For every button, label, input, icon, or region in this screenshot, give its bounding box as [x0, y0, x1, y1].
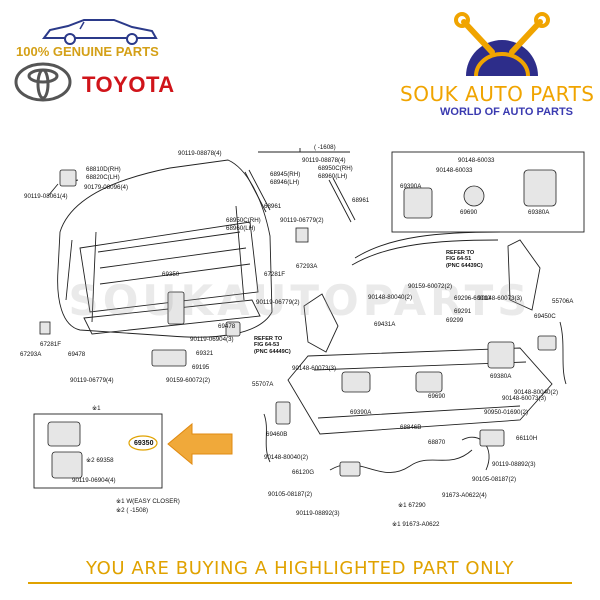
part-label: 68960(LH) [226, 225, 256, 232]
part-label: 90179-08096(4) [84, 184, 129, 191]
part-label: 69299 [446, 317, 464, 324]
footnote: ※1 W(EASY CLOSER) [116, 498, 180, 505]
part-label: 69460B [266, 431, 288, 438]
part-label: 69350 [162, 271, 180, 278]
part-label: 90119-08878(4) [302, 157, 346, 164]
footnote: ※2 ( -1508) [116, 507, 149, 514]
lock-assembly-drawing [403, 187, 433, 219]
part-label: 69390A [400, 183, 422, 190]
part-label: 90148-80040(2) [264, 454, 309, 461]
part-label: 69291 [454, 308, 472, 315]
part-label: ※1 91673-A0622 [392, 521, 440, 528]
part-label: 90119-08892(3) [492, 461, 536, 468]
part-label: 68961 [352, 197, 370, 204]
part-label: 91673-A0622(4) [442, 492, 487, 499]
part-label: 90119-06779(2) [256, 299, 300, 306]
part-label: 69380A [490, 373, 512, 380]
part-label: 66120G [292, 469, 315, 476]
part-label: 69296-60010 [454, 295, 491, 302]
footer-notice: YOU ARE BUYING A HIGHLIGHTED PART ONLY [85, 558, 515, 579]
part-label: 90159-60072(2) [166, 377, 211, 384]
part-label: 69450C [534, 313, 556, 320]
part-label: 69690 [428, 393, 446, 400]
refer-note-line: FIG 64-51 [446, 256, 472, 263]
part-label: ( -1608) [314, 144, 336, 151]
highlighted-part-number: 69350 [134, 440, 154, 447]
part-label: 69380A [528, 209, 550, 216]
refer-note-53: REFER TO FIG 64-53 (PNC 64449C) [254, 336, 291, 355]
part-label: 90159-60072(2) [408, 283, 453, 290]
part-label: 67281F [264, 271, 285, 278]
part-label: 68846B [400, 424, 422, 431]
part-label: 90105-08187(2) [268, 491, 313, 498]
latch-drawing [523, 169, 557, 207]
part-label: ※1 67290 [398, 502, 426, 509]
refer-note-line: FIG 64-53 [254, 342, 280, 349]
part-label: 67281F [40, 341, 61, 348]
part-label: 69478 [218, 323, 236, 330]
part-label: 68820C(LH) [86, 174, 120, 181]
part-label: 68870 [428, 439, 446, 446]
footer-divider [28, 582, 572, 584]
genuine-parts-text: 100% GENUINE PARTS [16, 44, 159, 59]
car-silhouette-icon [42, 19, 158, 45]
part-label: 68961 [264, 203, 282, 210]
part-label: 55707A [252, 381, 274, 388]
part-label: 69195 [192, 364, 210, 371]
refer-note-line: REFER TO [254, 336, 283, 342]
lower-garnish-outline [287, 347, 553, 435]
inset-mark: ※1 [92, 405, 101, 412]
highlight-ring [128, 435, 158, 451]
part-label: 66110H [516, 435, 538, 442]
part-label: 90105-08187(2) [472, 476, 517, 483]
part-label: 90950-01690(2) [484, 409, 529, 416]
part-label: 90148-60033 [458, 157, 495, 164]
part-label: 90148-80040(2) [514, 389, 559, 396]
part-label: 69390A [350, 409, 372, 416]
watermark: SOUKAUTOPARTS [68, 276, 532, 325]
part-label: 90148-60073(3) [478, 295, 523, 302]
part-label: 68960(LH) [318, 173, 348, 180]
part-label: 90119-08061(4) [24, 193, 68, 200]
part-label: 90119-06904(3) [190, 336, 234, 343]
refer-note-line: (PNC 64439C) [446, 262, 483, 269]
back-door-outline [57, 159, 273, 338]
refer-note-line: (PNC 64449C) [254, 348, 291, 355]
part-label: 90148-60033 [436, 167, 473, 174]
part-label: 90148-60073(3) [292, 365, 337, 372]
shop-name: SOUK AUTO PARTS [400, 82, 595, 106]
part-label: 68946(LH) [270, 179, 300, 186]
part-label: ※2 69358 [86, 457, 114, 464]
parts-diagram [33, 148, 585, 489]
part-label: 90148-80040(2) [368, 294, 413, 301]
part-label: 69478 [68, 351, 86, 358]
highlight-arrow-icon [167, 422, 233, 466]
part-label: 90119-08892(3) [296, 510, 340, 517]
part-label: 90148-60073(3) [502, 395, 547, 402]
part-label: 68810D(RH) [86, 166, 121, 173]
part-label: 55706A [552, 298, 574, 305]
part-label: 90119-06779(4) [70, 377, 114, 384]
part-label: 90119-08878(4) [178, 150, 222, 157]
toyota-logo-icon [14, 62, 72, 102]
actuator-drawing [463, 185, 485, 207]
refer-note-line: REFER TO [446, 250, 475, 256]
refer-note-51: REFER TO FIG 64-51 (PNC 64439C) [446, 250, 483, 269]
part-label: 68950C(RH) [226, 217, 261, 224]
part-label: 69321 [196, 350, 214, 357]
part-label: 67293A [296, 263, 318, 270]
part-label: 67293A [20, 351, 42, 358]
souk-auto-parts-logo-icon [454, 12, 550, 77]
part-label: 68950C(RH) [318, 165, 353, 172]
part-label: 69690 [460, 209, 478, 216]
part-label: 90119-06904(4) [72, 477, 116, 484]
toyota-brand-text: TOYOTA [82, 72, 175, 97]
inset-box-easy-closer [33, 413, 163, 489]
part-label: 90119-06779(2) [280, 217, 324, 224]
part-label: 68945(RH) [270, 171, 301, 178]
part-label: 69431A [374, 321, 396, 328]
shop-tagline: WORLD OF AUTO PARTS [440, 106, 574, 118]
inset-box-closer [391, 151, 585, 233]
